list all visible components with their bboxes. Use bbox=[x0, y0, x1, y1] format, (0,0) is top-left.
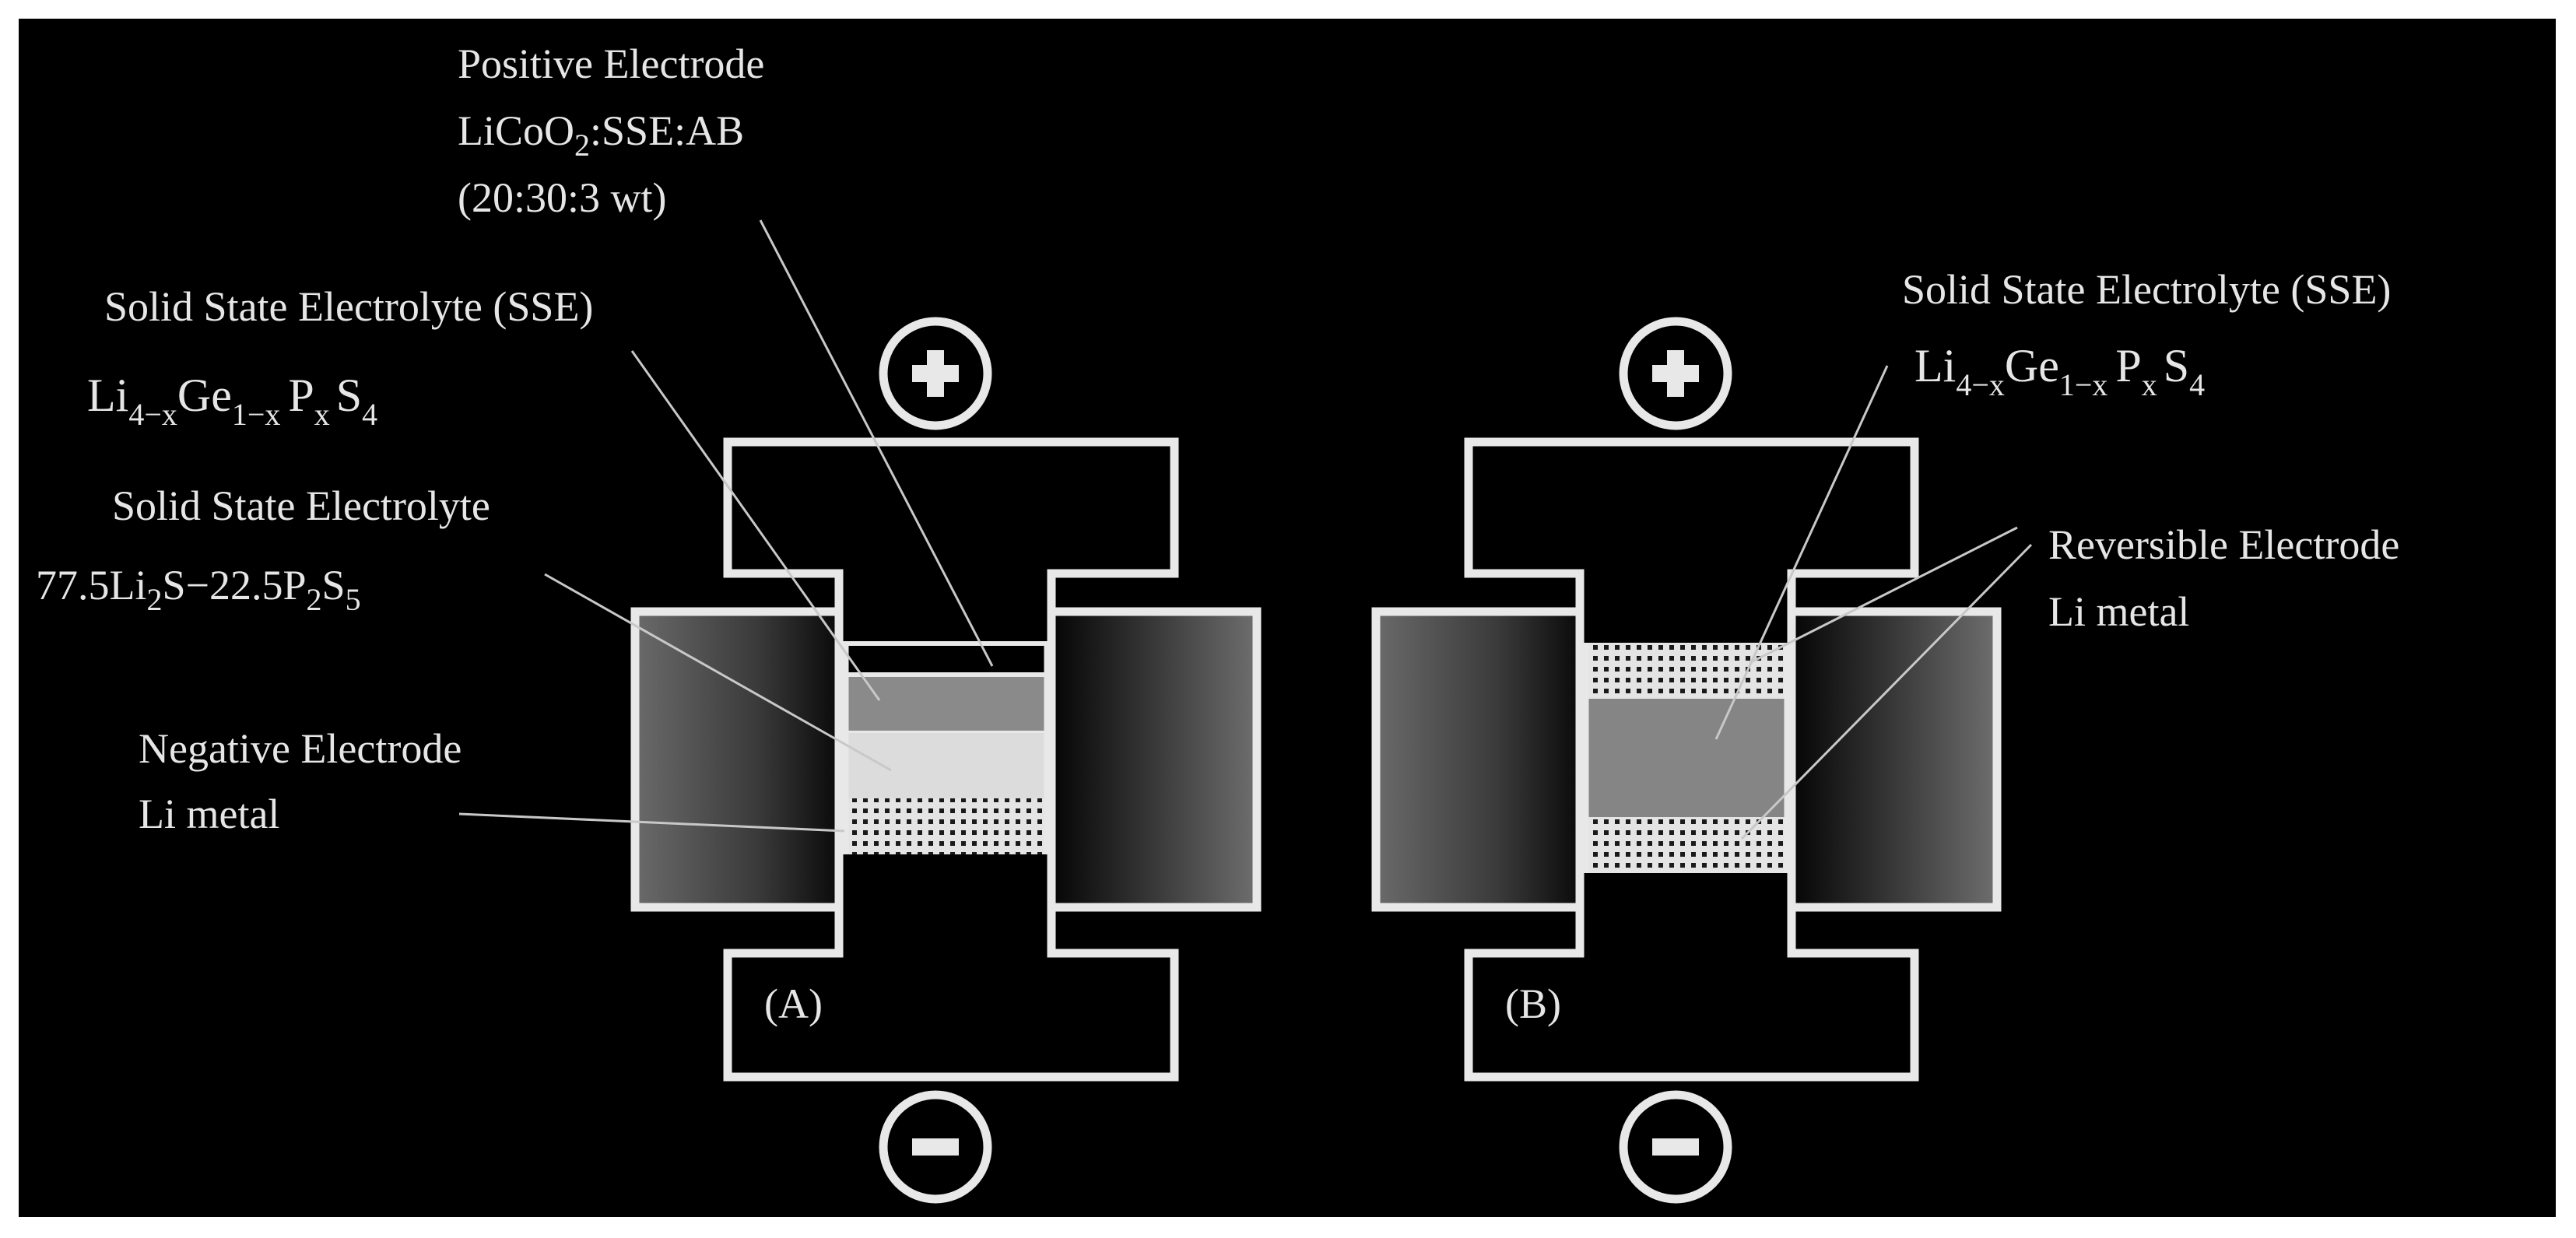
panel-a-li-metal-layer bbox=[844, 798, 1048, 854]
panel-a: (A) Positive Electrode LiCoO2:SSE:AB (20… bbox=[36, 40, 1262, 1204]
panel-b-sse-layer bbox=[1585, 699, 1788, 817]
panel-a-positive-electrode-formula: LiCoO2:SSE:AB bbox=[458, 107, 744, 163]
panel-b-reversible-electrode-material: Li metal bbox=[2048, 588, 2189, 635]
panel-b-sse-leader bbox=[1714, 365, 1889, 740]
panel-a-negative-terminal-icon bbox=[879, 1090, 992, 1204]
panel-a-positive-electrode-leader bbox=[759, 219, 994, 667]
panel-a-positive-electrode-top-layer bbox=[842, 641, 1051, 677]
panel-a-sse-title: Solid State Electrolyte (SSE) bbox=[104, 283, 593, 330]
panel-b-reversible-electrode-title: Reversible Electrode bbox=[2048, 521, 2399, 568]
panel-b-positive-terminal-icon bbox=[1619, 317, 1732, 430]
panel-a-negative-electrode-leader bbox=[458, 812, 845, 833]
panel-b-right-block bbox=[1787, 607, 2002, 912]
panel-a-sse2-formula: 77.5Li2S−22.5P2S5 bbox=[36, 562, 361, 617]
panel-a-right-block bbox=[1047, 607, 1262, 912]
panel-b-tag: (B) bbox=[1505, 980, 1561, 1027]
panel-a-positive-electrode-title: Positive Electrode bbox=[458, 40, 764, 87]
panel-a-press-outline bbox=[723, 437, 1179, 1082]
panel-b-sse-title: Solid State Electrolyte (SSE) bbox=[1902, 266, 2391, 313]
panel-a-positive-electrode-layer bbox=[842, 672, 1051, 735]
panel-a-sse2-title: Solid State Electrolyte bbox=[112, 482, 490, 529]
panel-b-negative-terminal-icon bbox=[1619, 1090, 1732, 1204]
diagram-background bbox=[19, 19, 2556, 1217]
panel-a-tag: (A) bbox=[764, 980, 823, 1027]
panel-b: (B) Solid State Electrolyte (SSE) Li4−xG… bbox=[1371, 266, 2399, 1204]
panel-a-sse-leader bbox=[630, 350, 881, 701]
panel-b-reversible-electrode-leader-bottom bbox=[1740, 543, 2033, 840]
panel-a-negative-electrode-material: Li metal bbox=[139, 791, 279, 837]
panel-a-negative-electrode-title: Negative Electrode bbox=[139, 725, 462, 772]
panel-b-li-metal-top-layer bbox=[1585, 643, 1788, 699]
panel-b-press-outline bbox=[1464, 437, 1919, 1082]
panel-b-li-metal-bottom-layer bbox=[1585, 817, 1788, 873]
panel-b-left-block bbox=[1371, 607, 1585, 912]
panel-a-left-block bbox=[630, 607, 844, 912]
panel-a-positive-electrode-ratio: (20:30:3 wt) bbox=[458, 174, 666, 221]
panel-a-sse2-leader bbox=[544, 573, 892, 772]
panel-b-reversible-electrode-leader-top bbox=[1749, 526, 2018, 665]
panel-a-positive-terminal-icon bbox=[879, 317, 992, 430]
panel-a-electrolyte-layer bbox=[844, 733, 1048, 798]
